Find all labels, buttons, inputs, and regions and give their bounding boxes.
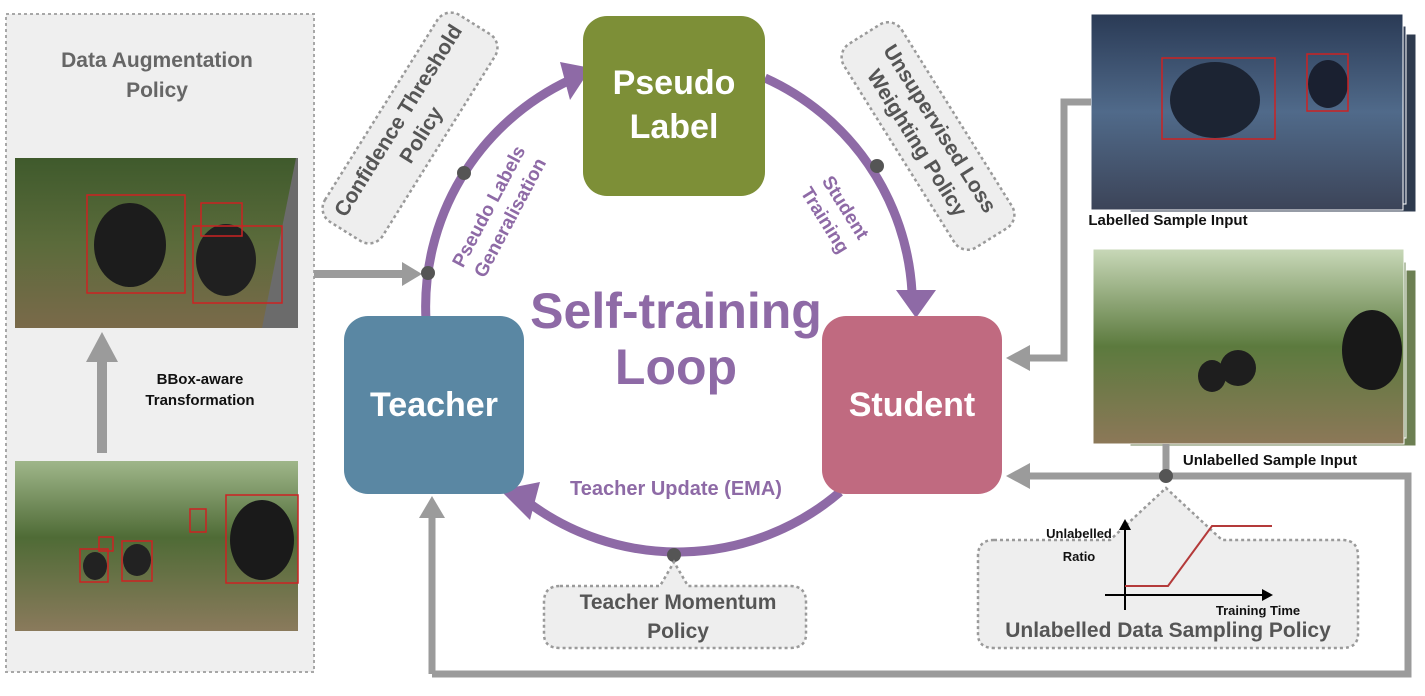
unlabelled-input-label: Unlabelled Sample Input [1183,452,1357,469]
loop-title-line2: Loop [615,339,737,395]
original-image [15,461,299,631]
bbox [86,194,186,294]
teacher-label: Teacher [370,386,498,424]
pseudo-label-line1: Pseudo [613,64,736,102]
bbox [121,540,153,582]
bbox [192,225,283,304]
augmented-image [15,158,298,328]
sampling-ylabel-line1: Unlabelled [1046,526,1112,541]
bbox [1161,57,1276,140]
teacher-momentum-policy: Teacher Momentum Policy [542,559,808,650]
sampling-policy: Unlabelled Ratio Training Time Unlabelle… [976,486,1360,650]
sampling-ylabel-line2: Ratio [1063,549,1096,564]
left-arrow-icon [1006,345,1030,371]
bbox [98,536,114,552]
bbox [79,548,109,583]
augmentation-title-line1: Data Augmentation [61,49,253,72]
loop-title-line1: Self-training [530,283,822,339]
sampling-chart: Unlabelled Ratio Training Time [1046,519,1300,618]
bbox [225,494,299,584]
student-node: Student [822,316,1002,494]
right-arrow-icon [402,262,422,286]
transform-label-line2: Transformation [145,392,254,409]
arrowhead-icon [896,290,936,318]
pseudo-label-node: Pseudo Label [583,16,765,196]
labelled-input-label: Labelled Sample Input [1088,212,1247,229]
augmentation-panel: Data Augmentation Policy BBox-aware Tran… [5,13,315,673]
bbox [1306,53,1349,112]
momentum-policy-line1: Teacher Momentum [580,591,777,614]
bbox [200,202,243,237]
axis-arrow-icon [1119,519,1131,530]
sampling-policy-label: Unlabelled Data Sampling Policy [1005,619,1331,642]
up-arrow-icon [86,332,118,362]
student-label: Student [849,386,976,424]
sampling-curve [1125,525,1272,587]
augmentation-title-line2: Policy [126,79,188,102]
labelled-input-stack: Labelled Sample Input [1088,13,1417,229]
axis-arrow-icon [1262,589,1273,601]
transform-label-line1: BBox-aware [157,371,244,388]
pseudo-label-line2: Label [630,108,719,146]
sampling-xlabel: Training Time [1216,603,1300,618]
right-connectors [419,98,1412,678]
momentum-policy-line2: Policy [647,620,709,643]
arc-pseudo-to-student [763,73,917,293]
teacher-node: Teacher [344,316,524,494]
unlabelled-input-stack: Unlabelled Sample Input [1092,248,1417,469]
up-arrow-icon [419,496,445,518]
bbox [189,508,207,533]
teacher-update-label: Teacher Update (EMA) [570,478,782,500]
left-arrow-icon [1006,463,1030,489]
arc-student-to-teacher [522,488,843,557]
